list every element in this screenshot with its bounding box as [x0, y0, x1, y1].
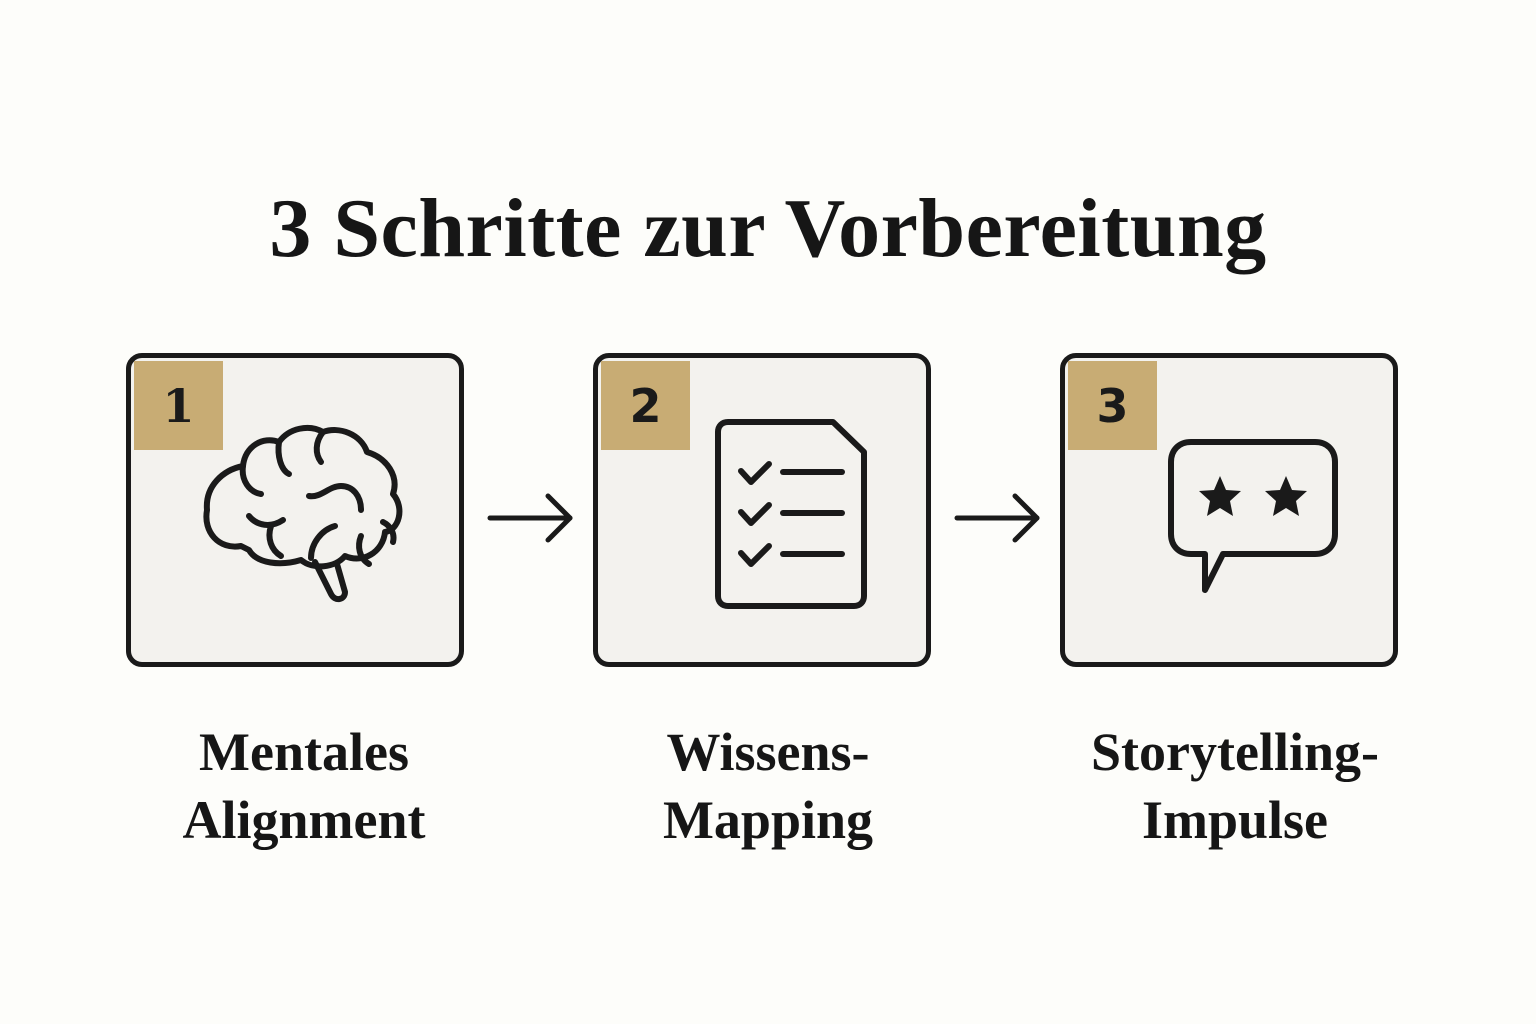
- brain-icon: [203, 424, 403, 602]
- step-label-line: Storytelling-: [1091, 722, 1379, 782]
- step-label-line: Mapping: [662, 790, 874, 850]
- arrow-right-icon: [954, 493, 1040, 543]
- arrow-right-icon: [487, 493, 573, 543]
- speech-bubble-stars-icon: [1168, 439, 1338, 593]
- page-title: 3 Schritte zur Vorbereitung: [269, 182, 1267, 276]
- step-number-badge: 2: [601, 361, 690, 450]
- step-label-line: Impulse: [1141, 790, 1329, 850]
- step-label-line: Alignment: [182, 790, 426, 850]
- step-card-1: 1: [126, 353, 464, 667]
- step-label-2: Wissens- Mapping: [558, 718, 978, 854]
- step-label-line: Wissens-: [666, 722, 870, 782]
- step-label-3: Storytelling- Impulse: [1025, 718, 1445, 854]
- step-card-2: 2: [593, 353, 931, 667]
- step-label-1: Mentales Alignment: [94, 718, 514, 854]
- step-number-badge: 3: [1068, 361, 1157, 450]
- step-label-line: Mentales: [199, 722, 409, 782]
- step-number-badge: 1: [134, 361, 223, 450]
- step-card-3: 3: [1060, 353, 1398, 667]
- checklist-document-icon: [715, 419, 867, 609]
